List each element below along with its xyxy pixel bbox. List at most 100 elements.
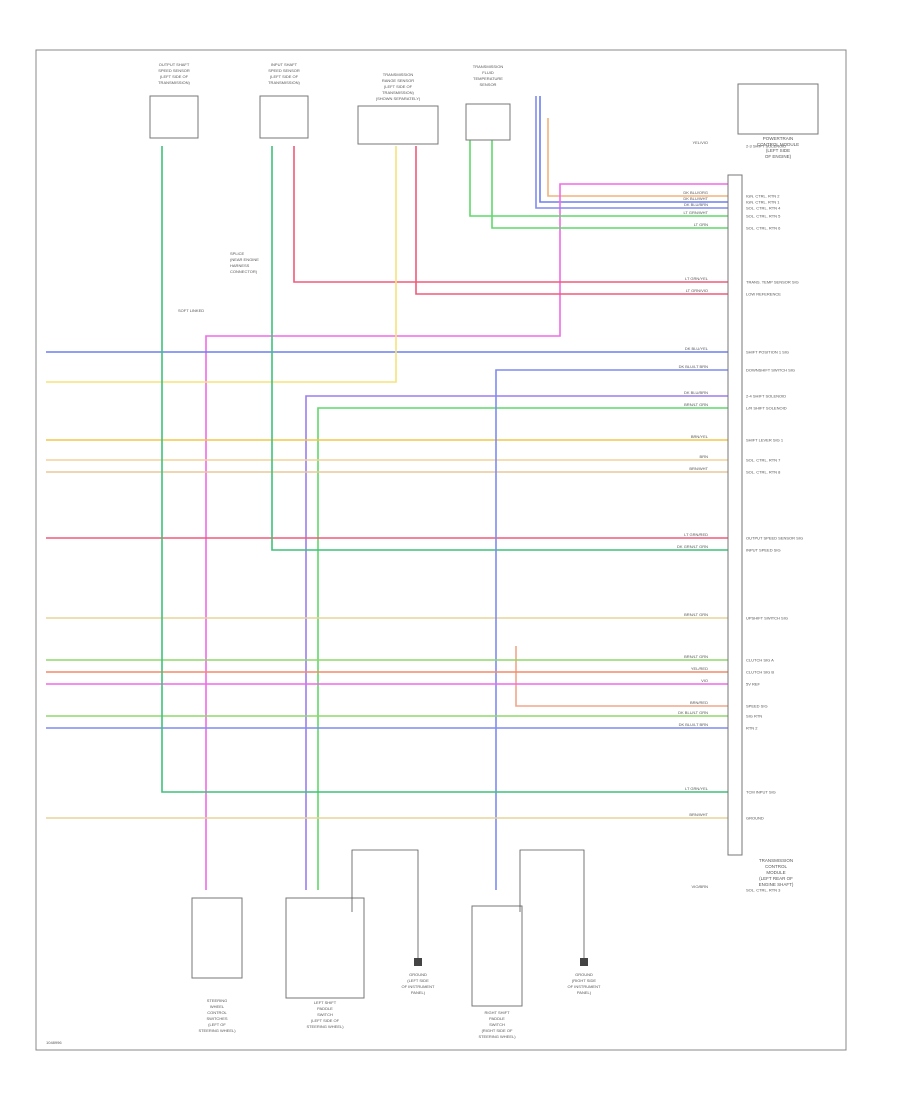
component-box xyxy=(259,95,309,139)
ground-label-1: GROUND xyxy=(575,972,593,977)
ground-label-4: PANEL) xyxy=(577,990,592,995)
component-label-1: LEFT SHIFT xyxy=(314,1000,337,1005)
wire-w20 xyxy=(515,646,728,707)
bottom-component-1: STEERING WHEEL CONTROL SWITCHES (LEFT OF… xyxy=(191,897,243,1033)
wire-w10 xyxy=(46,146,397,383)
tcm-label-line-2: CONTROL xyxy=(765,864,787,869)
wire-label-w6: LT GRN xyxy=(694,222,708,227)
ground-label-2: (LEFT SIDE xyxy=(407,978,429,983)
component-label-3: SWITCH xyxy=(489,1022,505,1027)
component-label-2: PADDLE xyxy=(489,1016,505,1021)
wire-label-w2: DK BLU/ORG xyxy=(683,190,708,195)
pin-label-w15: SOL. CTRL. RTN 8 xyxy=(746,470,781,475)
component-label-4: SENSOR xyxy=(480,82,497,87)
component-label-4: SWITCHES xyxy=(206,1016,227,1021)
footer-code: 1048996 xyxy=(46,1040,62,1045)
component-label-2: PADDLE xyxy=(317,1006,333,1011)
wire-label-w19: DK BLU/LT BRN xyxy=(679,364,709,369)
splice-label-4: CONNECTOR) xyxy=(230,269,258,274)
pcm-label-line-4: OF ENGINE) xyxy=(765,154,792,159)
bottom-component-2: LEFT SHIFT PADDLE SWITCH (LEFT SIDE OF S… xyxy=(285,897,365,1029)
wire-label-w24: DK BLU/LT GRN xyxy=(678,710,708,715)
pin-label-w13: SHIFT LEVER SIG 1 xyxy=(746,438,784,443)
ground-label-2: (RIGHT SIDE xyxy=(572,978,596,983)
component-label-6: STEERING WHEEL) xyxy=(198,1028,236,1033)
pin-label-w22: CLUTCH SIG B xyxy=(746,670,774,675)
pin-label-w5: SOL. CTRL. RTN 5 xyxy=(746,214,781,219)
component-box xyxy=(191,897,243,979)
component-label-2: WHEEL xyxy=(210,1004,225,1009)
wire-label-w9: DK BLU/YEL xyxy=(685,346,709,351)
component-label-3: SWITCH xyxy=(317,1012,333,1017)
wire-w8 xyxy=(415,146,728,295)
wire-label-w13: BRN/YEL xyxy=(691,434,709,439)
wire-label-w21: BRN/LT GRN xyxy=(684,654,708,659)
splice-label-3: HARNESS xyxy=(230,263,250,268)
splice-label-2: (NEAR ENGINE xyxy=(230,257,259,262)
component-label-1: RIGHT SHIFT xyxy=(484,1010,510,1015)
pcm-label-line-1: POWERTRAIN xyxy=(763,136,793,141)
ground-2: GROUND (RIGHT SIDE OF INSTRUMENT PANEL) xyxy=(519,849,601,995)
top-component-4: TRANSMISSION FLUID TEMPERATURE SENSOR xyxy=(465,64,511,141)
pin-label-w23: 5V REF xyxy=(746,682,761,687)
component-label-3: CONTROL xyxy=(207,1010,227,1015)
tcm-label-line-5: ENGINE SHAFT) xyxy=(759,882,794,887)
top-component-3: TRANSMISSION RANGE SENSOR (LEFT SIDE OF … xyxy=(357,72,439,145)
component-label-3: (LEFT SIDE OF xyxy=(270,74,299,79)
wire-w3 xyxy=(205,183,728,890)
pcm-box xyxy=(737,83,819,135)
top-component-1: OUTPUT SHAFT SPEED SENSOR (LEFT SIDE OF … xyxy=(149,62,199,139)
component-label-4: TRANSMISSION) xyxy=(158,80,190,85)
pin-label-w10: 2-3 SHIFT SOLENOID xyxy=(746,144,786,149)
component-box xyxy=(471,905,523,1007)
pin-label-w12: L/R SHIFT SOLENOID xyxy=(746,406,787,411)
top-component-2: INPUT SHAFT SPEED SENSOR (LEFT SIDE OF T… xyxy=(259,62,309,139)
pin-label-w27: GROUND xyxy=(746,816,764,821)
pin-label-w9: SHIFT POSITION 1 SIG xyxy=(746,350,789,355)
wire-label-w5: LT GRN/WHT xyxy=(683,210,708,215)
pcm-label: POWERTRAIN CONTROL MODULE (LEFT SIDE OF … xyxy=(737,83,819,159)
pin-label-w2: IGN. CTRL. RTN 2 xyxy=(746,194,780,199)
component-label-3: TEMPERATURE xyxy=(473,76,503,81)
ground-wire-2 xyxy=(519,849,585,962)
ground-label-3: OF INSTRUMENT xyxy=(402,984,435,989)
pin-label-w14: SOL. CTRL. RTN 7 xyxy=(746,458,781,463)
ground-wire-1 xyxy=(351,849,419,962)
pin-label-w11: 2-4 SHIFT SOLENOID xyxy=(746,394,786,399)
pin-label-w19: DOWNSHIFT SWITCH SIG xyxy=(746,368,795,373)
pcm-label-line-2: CONTROL MODULE xyxy=(757,142,799,147)
pin-label-w20: SPEED SIG xyxy=(746,704,768,709)
ground-label-1: GROUND xyxy=(409,972,427,977)
wire-w5 xyxy=(469,140,728,217)
wire-label-w3: VIO/BRN xyxy=(692,884,709,889)
wire-label-w25: DK BLU/LT BRN xyxy=(679,722,709,727)
pin-label-w21: CLUTCH SIG A xyxy=(746,658,774,663)
component-label-1: TRANSMISSION xyxy=(473,64,504,69)
tcm-connector-strip xyxy=(727,174,743,856)
wire-w7 xyxy=(293,146,728,283)
component-box xyxy=(465,103,511,141)
tcm-label-line-4: (LEFT REAR OF xyxy=(759,876,793,881)
splice-note: SPLICE (NEAR ENGINE HARNESS CONNECTOR) S… xyxy=(178,251,259,313)
bottom-component-3: RIGHT SHIFT PADDLE SWITCH (RIGHT SIDE OF… xyxy=(471,905,523,1039)
diagram-frame xyxy=(35,49,847,1051)
component-label-1: TRANSMISSION xyxy=(383,72,414,77)
component-label-4: TRANSMISSION) xyxy=(382,90,414,95)
wire-label-w1: DK BLU/WHT xyxy=(683,196,708,201)
wire-label-w22: YEL/RED xyxy=(691,666,708,671)
ground-symbol-2 xyxy=(580,958,588,966)
wire-w2 xyxy=(547,118,728,197)
tcm-module-label: TRANSMISSION CONTROL MODULE (LEFT REAR O… xyxy=(759,858,794,887)
pin-label-w18: UPSHIFT SWITCH SIG xyxy=(746,616,788,621)
component-label-5: (LEFT OF xyxy=(208,1022,226,1027)
component-label-4: (RIGHT SIDE OF xyxy=(482,1028,513,1033)
wire-w11 xyxy=(305,395,728,890)
component-label-3: (LEFT SIDE OF xyxy=(384,84,413,89)
wire-w12 xyxy=(317,407,728,890)
wire-w4 xyxy=(535,96,728,209)
pin-label-w7: TRANS. TEMP SENSOR SIG xyxy=(746,280,799,285)
wire-label-w12: BRN/LT GRN xyxy=(684,402,708,407)
component-label-5: (SHOWN SEPARATELY) xyxy=(376,96,421,101)
wire-label-w11: DK BLU/BRN xyxy=(684,390,708,395)
